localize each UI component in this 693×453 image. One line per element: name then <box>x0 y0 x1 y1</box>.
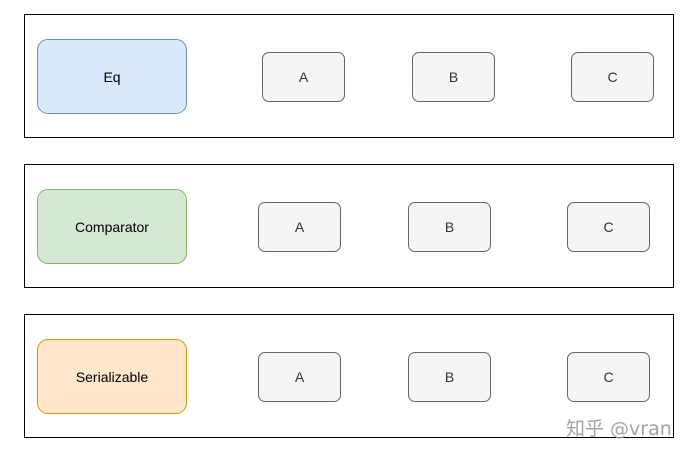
type-c-box: C <box>571 52 654 102</box>
type-a-box: A <box>258 202 341 252</box>
type-a-box: A <box>262 52 345 102</box>
type-b-box: B <box>412 52 495 102</box>
trait-comparator-box: Comparator <box>37 189 187 264</box>
trait-serializable-box: Serializable <box>37 339 187 414</box>
type-b-box: B <box>408 202 491 252</box>
type-c-box: C <box>567 352 650 402</box>
type-b-box: B <box>408 352 491 402</box>
watermark: 知乎 @vran <box>566 418 672 440</box>
type-a-box: A <box>258 352 341 402</box>
type-c-box: C <box>567 202 650 252</box>
row-comparator-panel: Comparator A B C <box>24 164 674 288</box>
row-eq-panel: Eq A B C <box>24 14 674 138</box>
trait-eq-box: Eq <box>37 39 187 114</box>
row-serializable-panel: Serializable A B C <box>24 314 674 438</box>
